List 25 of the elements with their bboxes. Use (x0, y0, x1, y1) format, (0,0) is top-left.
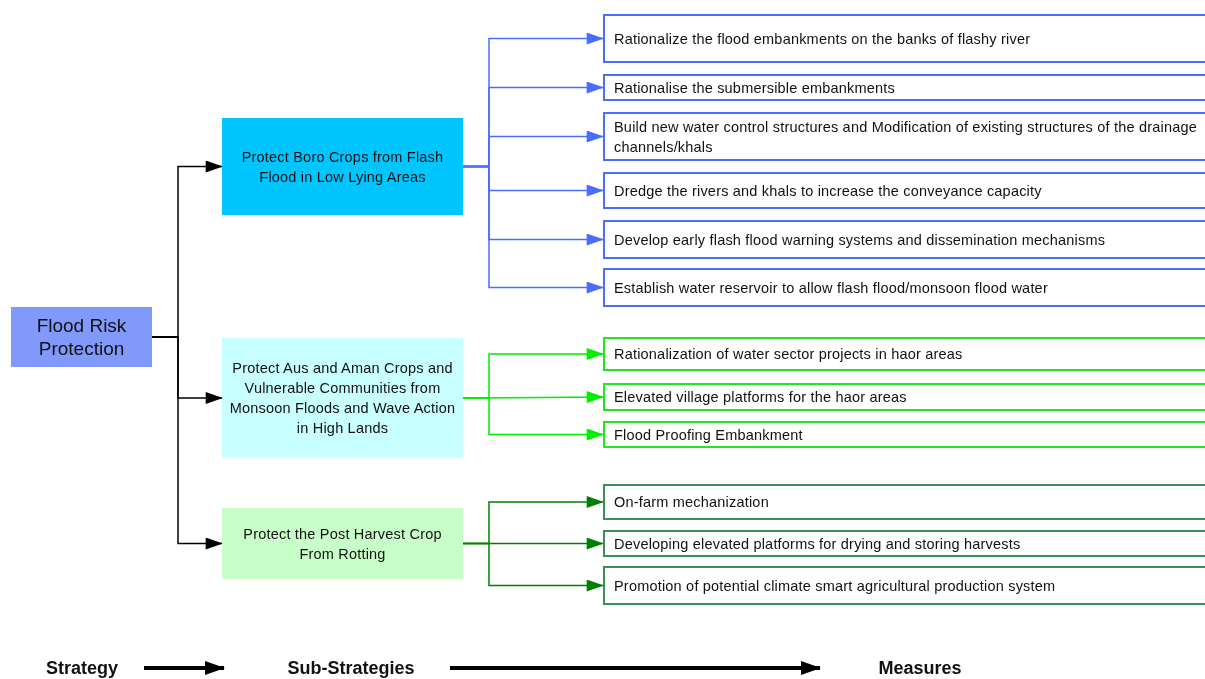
column-heading: Measures (862, 656, 978, 679)
measure-box: Rationalize the flood embankments on the banks of flashy river (603, 14, 1205, 63)
arrow (450, 661, 821, 675)
measure-box: Establish water reservoir to allow flash flood/monsoon flood water (603, 268, 1205, 307)
arrow (462, 165, 604, 294)
arrow (462, 542, 604, 592)
measure-box: Flood Proofing Embankment (603, 421, 1205, 448)
measure-box: Rationalise the submersible embankments (603, 74, 1205, 101)
sub-strategy-box: Protect the Post Harvest Crop From Rotting (222, 508, 463, 579)
arrow (144, 661, 225, 675)
sub-strategy-box: Protect Boro Crops from Flash Flood in Low Lying Areas (222, 118, 463, 215)
measure-box: Promotion of potential climate smart agricultural production system (603, 566, 1205, 605)
arrow (462, 397, 604, 441)
arrow (151, 336, 223, 550)
measure-box: Developing elevated platforms for drying and storing harvests (603, 530, 1205, 557)
column-heading: Sub-Strategies (266, 656, 436, 679)
measure-box: Build new water control structures and Modification of existing structures of the drainage channels/khals (603, 112, 1205, 161)
measure-box: Rationalization of water sector projects in haor areas (603, 337, 1205, 371)
measure-box: Dredge the rivers and khals to increase the conveyance capacity (603, 172, 1205, 209)
sub-strategy-box: Protect Aus and Aman Crops and Vulnerable Communities from Monsoon Floods and Wave Action in High Lands (222, 338, 463, 458)
measure-box: Elevated village platforms for the haor areas (603, 383, 1205, 411)
column-heading: Strategy (34, 656, 130, 679)
strategy-box: Flood Risk Protection (11, 307, 152, 367)
measure-box: Develop early flash flood warning systems and dissemination mechanisms (603, 220, 1205, 259)
measure-box: On-farm mechanization (603, 484, 1205, 520)
